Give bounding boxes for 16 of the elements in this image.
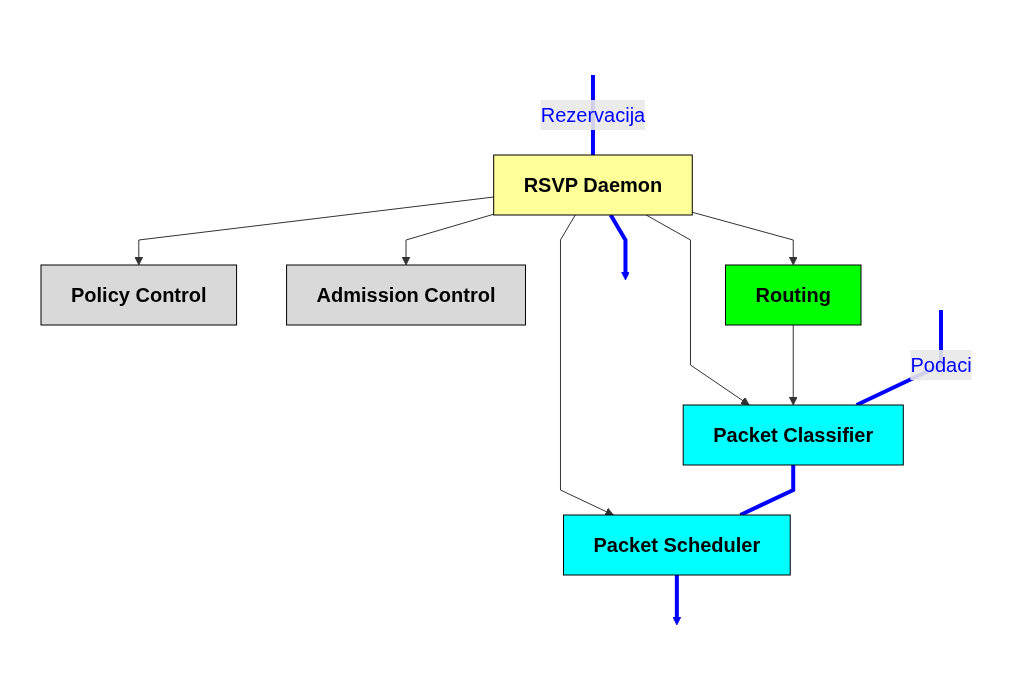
arrow	[134, 196, 495, 266]
edge-label: Podaci	[910, 354, 972, 376]
arrow	[672, 575, 682, 626]
connector	[739, 465, 796, 517]
node-box: Packet Classifier	[682, 404, 904, 466]
arrow	[609, 214, 631, 281]
node-box: Policy Control	[40, 264, 238, 326]
node-box: Routing	[725, 264, 862, 326]
node-box: RSVP Daemon	[493, 154, 693, 216]
edge-label: Rezervacija	[540, 104, 646, 126]
node-box: Admission Control	[286, 264, 527, 326]
arrow	[401, 213, 495, 266]
arrow	[560, 214, 614, 516]
arrow	[691, 211, 798, 266]
node-box: Packet Scheduler	[563, 514, 791, 576]
arrow	[789, 324, 798, 406]
